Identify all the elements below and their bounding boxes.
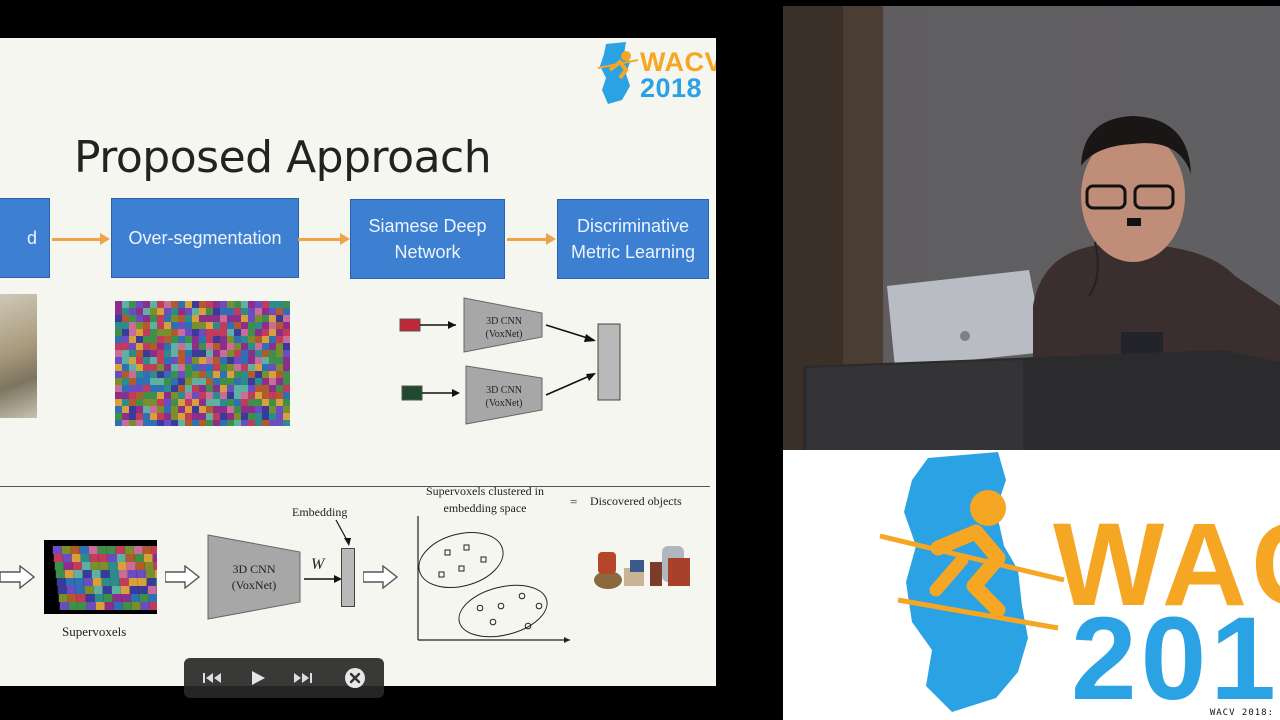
siamese-network-diagram: [399, 297, 621, 425]
video-player-controls: [184, 658, 384, 698]
slide-wacv-logo: WACV 2018: [596, 38, 716, 108]
logo-word: WACV: [1053, 499, 1280, 631]
skip-next-button[interactable]: [283, 658, 323, 698]
embedding-label: Embedding: [292, 505, 348, 519]
skip-previous-button[interactable]: [192, 658, 232, 698]
voxel-input-red: [399, 318, 421, 332]
speaker-camera-feed: [783, 6, 1280, 450]
pipeline-box-oversegmentation: Over-segmentation: [111, 198, 299, 278]
skip-next-icon: [294, 673, 312, 683]
discovered-objects-image: [594, 546, 690, 589]
lower-pipeline-arrow-1: [0, 565, 36, 589]
embedding-space-plot: [417, 516, 570, 643]
supervoxels-image: [44, 540, 168, 614]
pipeline-arrow: [507, 233, 556, 245]
lower-cnn-label: 3D CNN (VoxNet): [231, 562, 277, 592]
pipeline-box-siamese: Siamese Deep Network: [350, 199, 505, 279]
embedding-vector: [341, 548, 355, 607]
embedding-arrow: [304, 575, 342, 583]
oversegmentation-image: [115, 301, 290, 426]
conference-logo-panel: WACV 2018: [783, 450, 1280, 720]
play-button[interactable]: [238, 658, 278, 698]
close-player-button[interactable]: [335, 658, 375, 698]
close-circle-icon: [345, 668, 365, 688]
speaker-scene: [783, 6, 1280, 450]
section-divider: [0, 486, 710, 487]
lake-tahoe-skier-icon: [879, 452, 1065, 712]
slide-logo-word: WACV: [640, 47, 716, 77]
lower-pipeline-arrow-3: [363, 565, 399, 589]
play-icon: [252, 671, 265, 685]
cnn-block-bottom: [465, 365, 543, 425]
lower-cnn-block: [207, 534, 301, 620]
equals-sign: =: [570, 494, 578, 509]
lake-tahoe-skier-icon: [597, 42, 639, 104]
clustered-label: Supervoxels clustered in embedding space: [426, 484, 544, 515]
lower-pipeline-arrow-2: [165, 565, 201, 589]
slide-logo-year: 2018: [640, 73, 703, 103]
cnn-label-bottom: 3D CNN (VoxNet): [485, 385, 523, 409]
metric-embedding-bar: [597, 323, 621, 401]
logo-year: 2018: [1071, 593, 1280, 720]
slide: WACV 2018 Proposed Approach d Over-segme…: [0, 38, 716, 686]
watermark-text: WACV 2018:: [1207, 708, 1276, 718]
weight-label: W: [311, 556, 325, 573]
discovered-objects-label: Discovered objects: [590, 494, 682, 508]
pipeline-arrow: [298, 233, 350, 245]
pipeline-arrow: [52, 233, 110, 245]
pipeline-box-metric-learning: Discriminative Metric Learning: [557, 199, 709, 279]
cnn-label-top: 3D CNN (VoxNet): [485, 316, 523, 340]
voxel-input-green: [401, 385, 423, 401]
input-scene-image: [0, 294, 37, 418]
supervoxels-label: Supervoxels: [62, 624, 127, 639]
slide-title: Proposed Approach: [74, 132, 492, 183]
cnn-block-top: [463, 297, 543, 353]
skip-previous-icon: [203, 673, 221, 683]
embedding-pointer: [335, 519, 351, 546]
pipeline-box-input: d: [0, 198, 50, 278]
